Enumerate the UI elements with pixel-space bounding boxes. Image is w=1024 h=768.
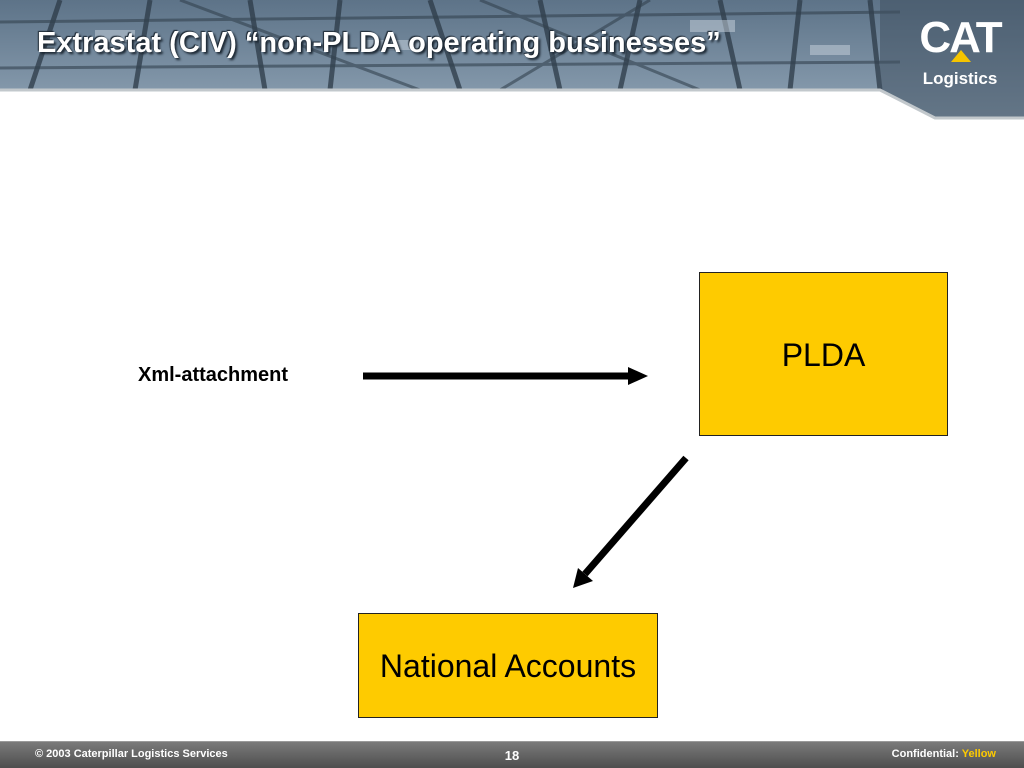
confidential-label: Confidential: — [891, 748, 959, 760]
header-banner: Extrastat (CIV) “non-PLDA operating busi… — [0, 0, 1024, 120]
national-accounts-box-label: National Accounts — [379, 648, 637, 684]
page-number: 18 — [504, 748, 520, 763]
footer-bar: © 2003 Caterpillar Logistics Services 18… — [0, 741, 1024, 768]
header-background-image — [0, 0, 1024, 120]
page-title: Extrastat (CIV) “non-PLDA operating busi… — [37, 27, 721, 59]
logo-subtitle: Logistics — [922, 69, 998, 88]
xml-attachment-label: Xml-attachment — [138, 364, 289, 386]
plda-box-label: PLDA — [781, 337, 866, 373]
logo-triangle-icon — [951, 50, 971, 62]
plda-box: PLDA — [699, 272, 948, 436]
arrow-xml-to-plda — [363, 367, 648, 385]
confidential-level: Yellow — [961, 748, 996, 760]
confidentiality-notice: Confidential: Yellow — [892, 748, 996, 760]
national-accounts-box: National Accounts — [358, 613, 658, 718]
footer-copyright: © 2003 Caterpillar Logistics Services — [35, 748, 228, 760]
arrow-plda-to-national-accounts — [573, 455, 689, 588]
cat-logistics-logo: CAT Logistics — [918, 16, 1002, 100]
